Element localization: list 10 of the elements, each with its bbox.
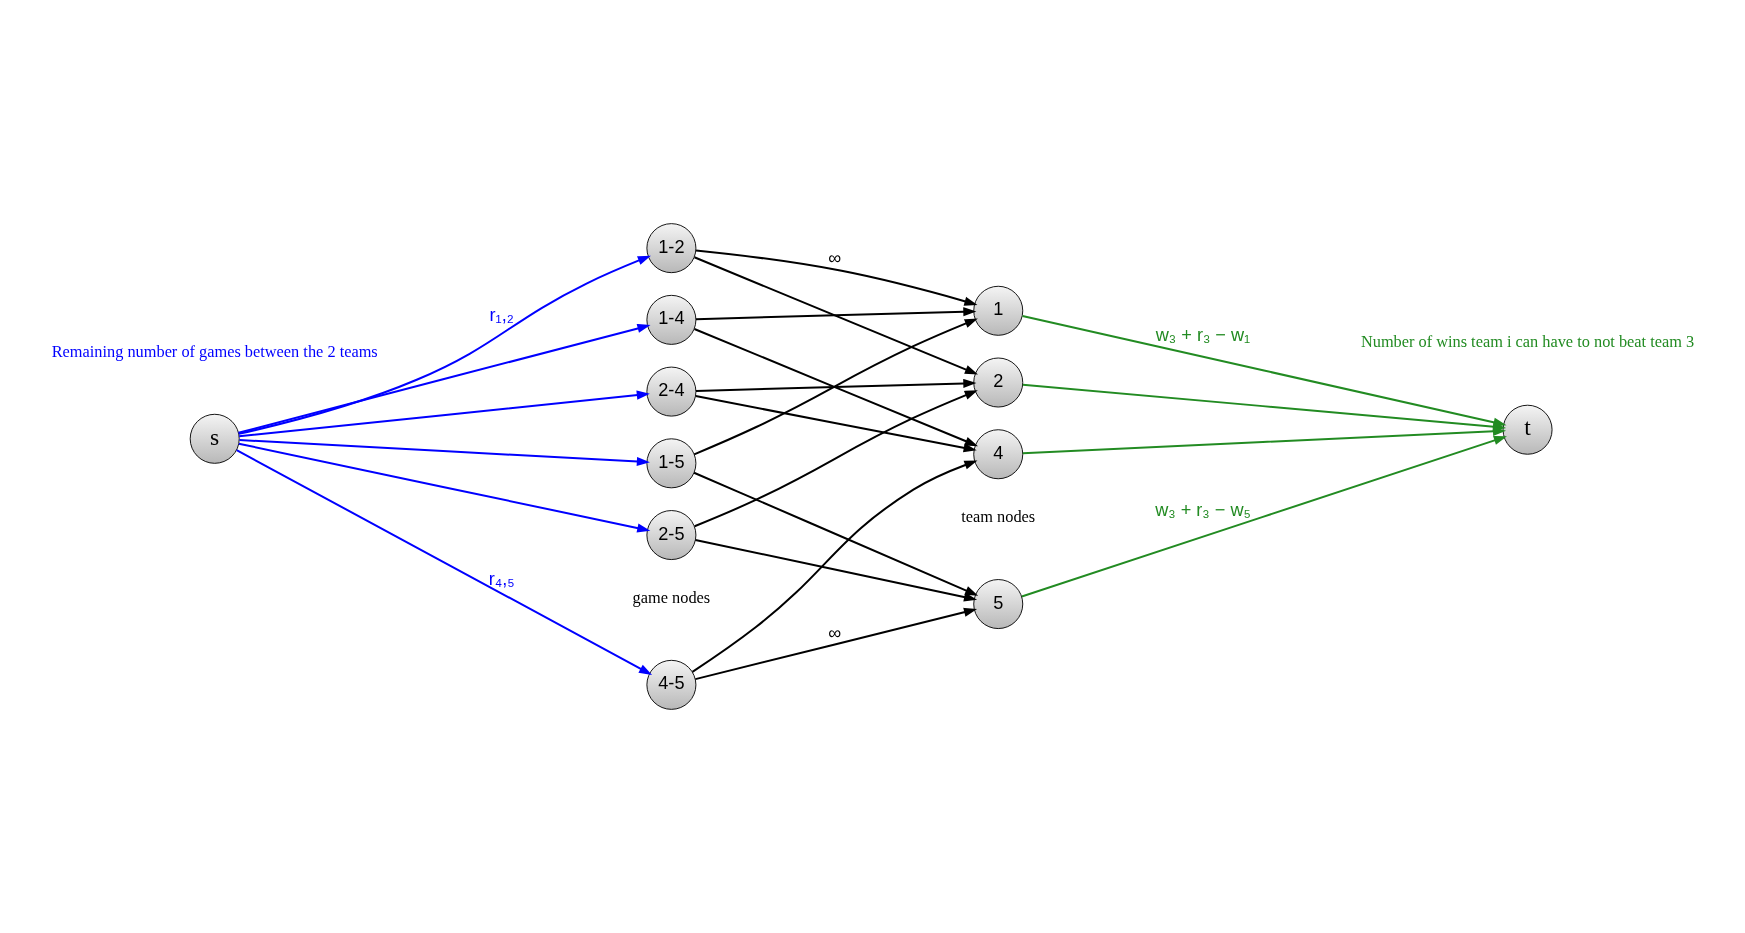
label: team nodes (961, 506, 1036, 526)
edge-label: ∞ (828, 622, 842, 643)
edge-label: ∞ (828, 247, 842, 268)
label: game nodes (632, 587, 711, 607)
label: Remaining number of games between the 2 teams (51, 341, 378, 361)
edge-label: w₃ + r₃ − w₁ (1155, 324, 1251, 345)
label: Number of wins team i can have to not beat team 3 (1360, 332, 1695, 352)
edge-label: w₃ + r₃ − w₅ (1155, 499, 1251, 520)
edge-label: r₄,₅ (488, 568, 515, 589)
edge-label: r₁,₂ (489, 304, 514, 325)
